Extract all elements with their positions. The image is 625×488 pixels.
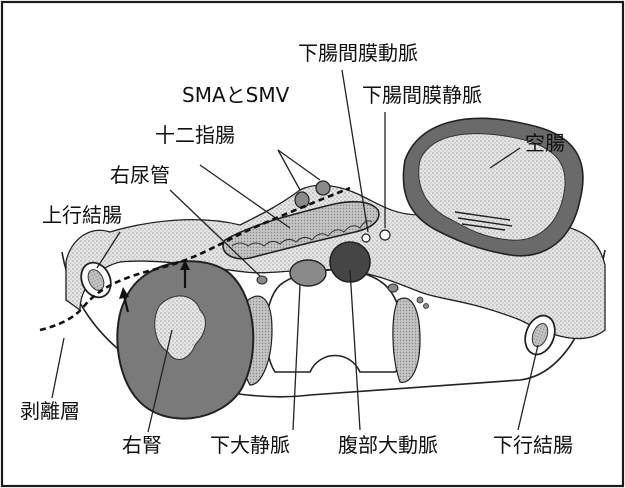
leader-sma <box>278 150 300 190</box>
vertebra <box>266 270 403 372</box>
label-ima: 下腸間膜動脈 <box>298 41 418 65</box>
label-ascending-colon: 上行結腸 <box>42 203 122 227</box>
sma <box>295 192 309 208</box>
label-right-ureter: 右尿管 <box>110 163 170 187</box>
label-right-kidney: 右腎 <box>122 433 162 457</box>
label-sma-smv: SMAとSMV <box>182 83 290 107</box>
left-ureter <box>388 284 398 292</box>
imv <box>380 230 390 240</box>
label-imv: 下腸間膜静脈 <box>362 83 482 107</box>
label-dissection-layer: 剥離層 <box>20 399 80 423</box>
left-gonadal-vessel <box>417 297 423 303</box>
left-psoas <box>393 298 420 382</box>
inferior-vena-cava <box>290 260 326 286</box>
label-duodenum: 十二指腸 <box>155 123 235 147</box>
leader-smv <box>278 150 320 180</box>
label-aorta: 腹部大動脈 <box>338 433 438 457</box>
smv <box>316 181 330 195</box>
leader-descending-colon <box>518 345 538 430</box>
label-jejunum: 空腸 <box>525 131 565 155</box>
leader-duodenum <box>200 165 290 228</box>
leader-dissection-layer <box>52 338 64 398</box>
right-ureter <box>257 276 267 284</box>
label-ivc: 下大静脈 <box>210 433 290 457</box>
ima <box>362 234 370 242</box>
label-descending-colon: 下行結腸 <box>493 433 573 457</box>
left-gonadal-vessel-2 <box>424 304 429 309</box>
